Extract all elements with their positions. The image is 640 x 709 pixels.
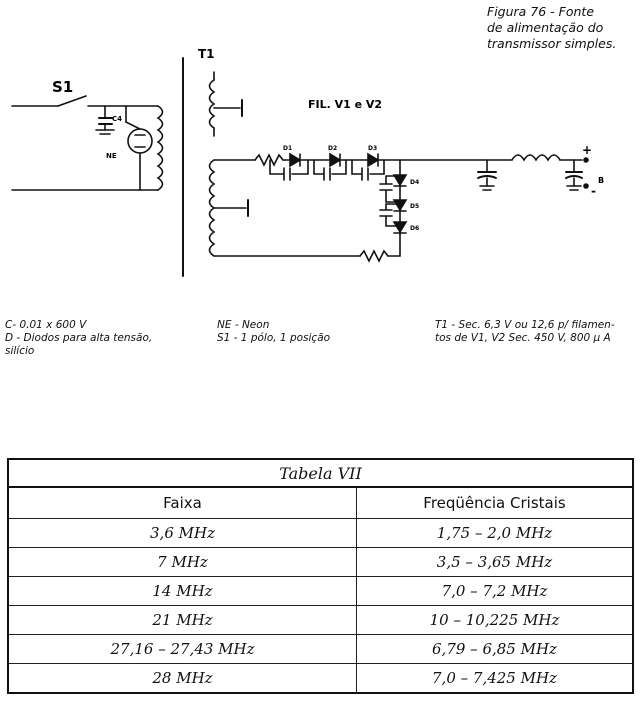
legend-line: silício bbox=[5, 345, 35, 357]
label-s1: S1 bbox=[52, 78, 73, 96]
legend-components-right: T1 - Sec. 6,3 V ou 12,6 p/ filamen- tos … bbox=[435, 319, 635, 345]
table-row: 3,6 MHz 1,75 – 2,0 MHz bbox=[7, 518, 634, 548]
diode-d3 bbox=[367, 152, 380, 168]
label-d5: D5 bbox=[410, 203, 419, 210]
cell-band: 3,6 MHz bbox=[7, 518, 357, 548]
cell-frequency: 6,79 – 6,85 MHz bbox=[356, 634, 634, 664]
label-ne: NE bbox=[106, 152, 117, 160]
table-row: 7 MHz 3,5 – 3,65 MHz bbox=[7, 547, 634, 577]
filter-choke bbox=[511, 154, 561, 162]
cell-frequency: 1,75 – 2,0 MHz bbox=[356, 518, 634, 548]
label-d3: D3 bbox=[368, 145, 377, 152]
crystal-frequency-table: Tabela VII Faixa Freqüência Cristais 3,6… bbox=[7, 458, 634, 694]
cell-band: 27,16 – 27,43 MHz bbox=[7, 634, 357, 664]
legend-components-left: C- 0.01 x 600 V D - Diodos para alta ten… bbox=[5, 319, 185, 358]
series-resistor bbox=[254, 153, 284, 167]
cell-frequency: 10 – 10,225 MHz bbox=[356, 605, 634, 635]
cell-frequency: 3,5 – 3,65 MHz bbox=[356, 547, 634, 577]
caption-line: Figura 76 - Fonte bbox=[487, 4, 595, 19]
column-header-band: Faixa bbox=[7, 486, 357, 519]
switch-s1-lever bbox=[57, 95, 87, 107]
label-plus: + bbox=[582, 143, 592, 157]
cell-band: 7 MHz bbox=[7, 547, 357, 577]
primary-winding bbox=[156, 105, 164, 191]
label-d4: D4 bbox=[410, 179, 419, 186]
diode-d4 bbox=[392, 174, 408, 187]
caption-line: transmissor simples. bbox=[487, 36, 617, 51]
label-d1: D1 bbox=[283, 145, 292, 152]
legend-components-middle: NE - Neon S1 - 1 pólo, 1 posição bbox=[217, 319, 397, 345]
power-supply-schematic: S1 T1 C4 NE FIL. V1 e V2 D1 D2 D3 D4 D5 … bbox=[11, 47, 604, 277]
table-row: 27,16 – 27,43 MHz 6,79 – 6,85 MHz bbox=[7, 634, 634, 664]
label-d2: D2 bbox=[328, 145, 337, 152]
cell-band: 21 MHz bbox=[7, 605, 357, 635]
legend-line: S1 - 1 pólo, 1 posição bbox=[217, 332, 331, 344]
diode-d1 bbox=[289, 152, 302, 168]
diode-d2 bbox=[329, 152, 342, 168]
cell-frequency: 7,0 – 7,2 MHz bbox=[356, 576, 634, 606]
legend-line: T1 - Sec. 6,3 V ou 12,6 p/ filamen- bbox=[435, 319, 615, 331]
label-t1: T1 bbox=[198, 47, 215, 61]
figure-caption: Figura 76 - Fonte de alimentação do tran… bbox=[487, 4, 635, 52]
table-row: 28 MHz 7,0 – 7,425 MHz bbox=[7, 663, 634, 694]
cell-band: 14 MHz bbox=[7, 576, 357, 606]
cell-frequency: 7,0 – 7,425 MHz bbox=[356, 663, 634, 694]
caption-line: de alimentação do bbox=[487, 20, 604, 35]
label-minus: - bbox=[591, 184, 596, 198]
legend-line: C- 0.01 x 600 V bbox=[5, 319, 87, 331]
label-c4: C4 bbox=[112, 115, 122, 123]
cell-band: 28 MHz bbox=[7, 663, 357, 694]
label-d6: D6 bbox=[410, 225, 419, 232]
table-title: Tabela VII bbox=[7, 458, 634, 488]
label-filaments: FIL. V1 e V2 bbox=[308, 98, 382, 111]
legend-line: tos de V1, V2 Sec. 450 V, 800 μ A bbox=[435, 332, 611, 344]
legend-line: D - Diodos para alta tensão, bbox=[5, 332, 153, 344]
column-header-crystal-frequency: Freqüência Cristais bbox=[356, 486, 634, 519]
neon-lamp bbox=[127, 128, 153, 154]
diode-d6 bbox=[392, 221, 408, 234]
filament-winding bbox=[208, 79, 216, 129]
label-b: B bbox=[598, 176, 604, 185]
legend-line: NE - Neon bbox=[217, 319, 270, 331]
table-row: 21 MHz 10 – 10,225 MHz bbox=[7, 605, 634, 635]
table-row: 14 MHz 7,0 – 7,2 MHz bbox=[7, 576, 634, 606]
bleeder-resistor bbox=[359, 249, 389, 263]
